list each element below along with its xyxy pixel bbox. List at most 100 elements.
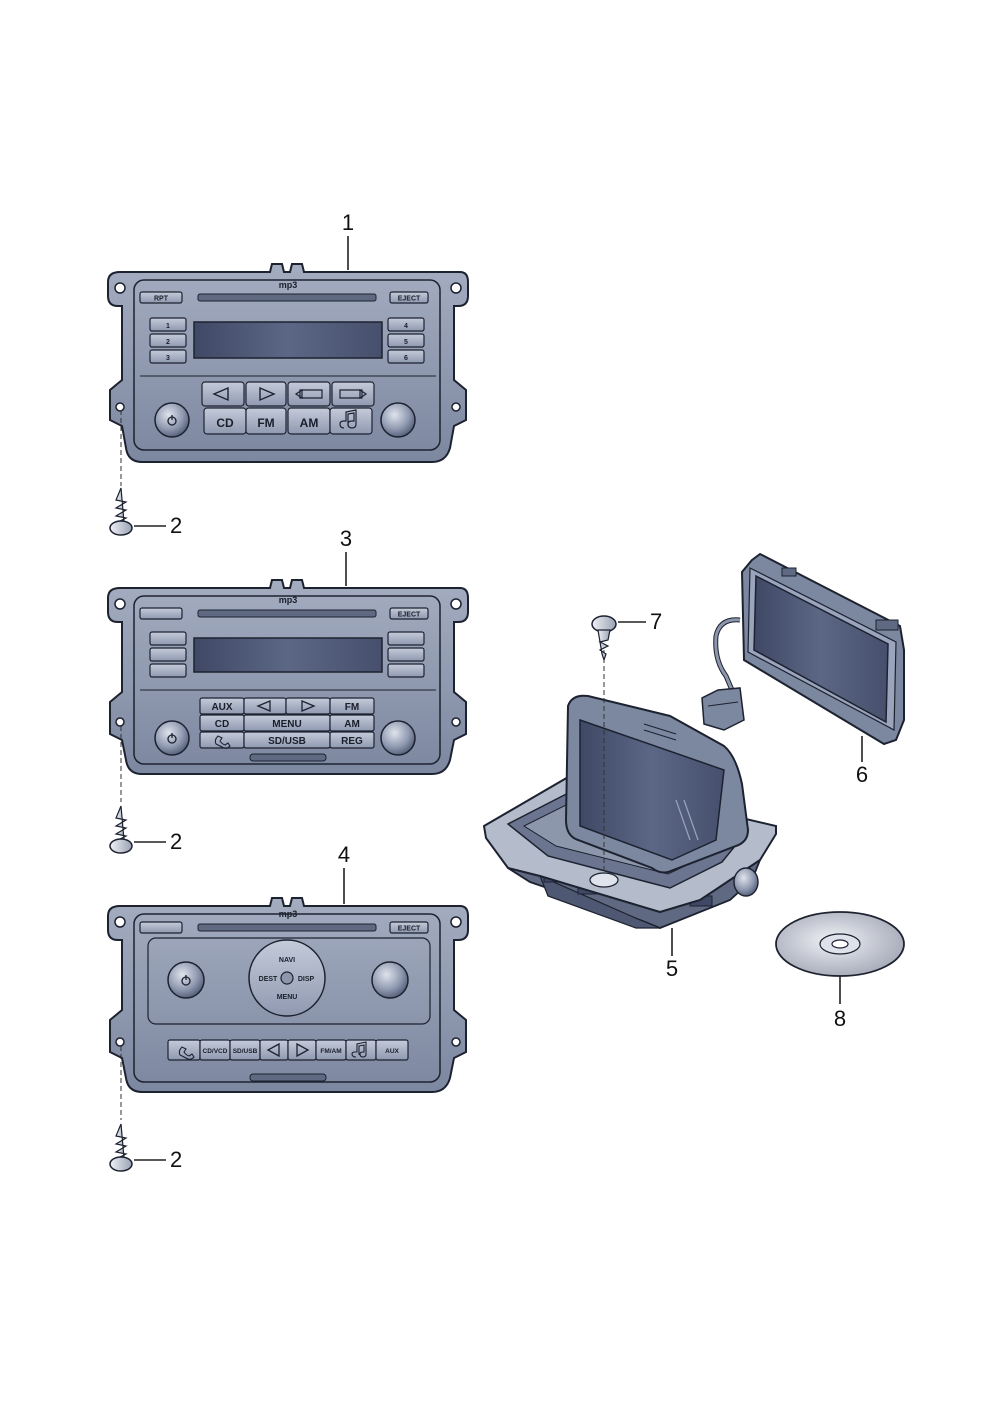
music-note-icon (339, 409, 357, 429)
fm-button[interactable] (245, 407, 287, 435)
navi-pad-center[interactable] (280, 971, 294, 985)
brand-label: mp3 (279, 280, 298, 290)
preset-button[interactable] (387, 647, 425, 662)
screw-2-a (109, 487, 133, 536)
cd-slot (197, 293, 377, 302)
rpt-button[interactable] (139, 291, 183, 304)
menu-label: MENU (272, 719, 301, 730)
preset-label: 5 (404, 339, 408, 346)
preset-label: 1 (166, 323, 170, 330)
am-label: AM (344, 719, 360, 730)
cd-label: CD (215, 719, 229, 730)
preset-label: 3 (166, 355, 170, 362)
cd-vcd-label: CD/VCD (203, 1048, 228, 1055)
phone-button[interactable] (199, 731, 245, 749)
preset-buttons-right (387, 631, 425, 678)
aux-button[interactable] (375, 1039, 409, 1061)
navigation-pad: NAVI DEST DISP MENU (248, 939, 326, 1017)
tuning-knob[interactable] (380, 720, 416, 756)
triangle-right-icon (301, 700, 316, 712)
preset-button-4[interactable] (387, 317, 425, 332)
phone-icon (178, 1046, 195, 1060)
folder-forward-icon (339, 388, 368, 400)
power-icon (181, 975, 191, 986)
fm-am-label: FM/AM (320, 1048, 341, 1055)
folder-back-button[interactable] (287, 381, 331, 407)
sd-card-slot (249, 1073, 327, 1082)
preset-button[interactable] (387, 631, 425, 646)
callout-3: 3 (340, 526, 352, 551)
eject-label: EJECT (398, 296, 421, 303)
skip-button[interactable] (139, 607, 183, 620)
display-screen (753, 574, 889, 724)
eject-button[interactable] (389, 291, 429, 304)
am-label: AM (300, 416, 319, 430)
rpt-label: RPT (154, 296, 169, 303)
screw-2-c (109, 1123, 133, 1172)
triangle-left-icon (256, 700, 271, 712)
preset-buttons-left: 1 2 3 (149, 317, 187, 364)
fm-button[interactable] (329, 697, 375, 715)
power-icon (167, 733, 177, 744)
navigation-housing-5 (482, 694, 777, 929)
am-button[interactable] (329, 714, 375, 732)
display-screen (193, 321, 383, 359)
seek-back-button[interactable] (201, 381, 245, 407)
eject-label: EJECT (398, 926, 421, 933)
callout-2a: 2 (170, 513, 182, 538)
preset-label: 6 (404, 355, 408, 362)
preset-button-2[interactable] (149, 333, 187, 348)
dest-label: DEST (259, 976, 278, 983)
preset-button-1[interactable] (149, 317, 187, 332)
preset-button-5[interactable] (387, 333, 425, 348)
preset-button[interactable] (149, 631, 187, 646)
screw-7 (591, 615, 617, 662)
preset-button-3[interactable] (149, 349, 187, 364)
preset-button[interactable] (149, 663, 187, 678)
callout-2b: 2 (170, 829, 182, 854)
fm-label: FM (345, 702, 359, 713)
triangle-right-icon (259, 386, 276, 402)
folder-forward-button[interactable] (331, 381, 375, 407)
sd-card-slot (249, 753, 327, 762)
reg-label: REG (341, 736, 363, 747)
callout-6: 6 (856, 762, 868, 787)
reg-button[interactable] (329, 731, 375, 749)
display-unit-6 (701, 552, 905, 746)
preset-button-6[interactable] (387, 349, 425, 364)
callout-7: 7 (650, 609, 662, 634)
cd-slot (197, 609, 377, 618)
phone-icon (214, 735, 231, 749)
radio-unit-1: mp3 RPT EJECT 1 2 3 4 5 6 (107, 263, 469, 463)
preset-label: 2 (166, 339, 170, 346)
callout-2c: 2 (170, 1147, 182, 1172)
cd-disc-8 (775, 911, 905, 977)
cd-slot (197, 923, 377, 932)
power-icon (167, 415, 177, 426)
seek-forward-button[interactable] (285, 697, 331, 715)
eject-button[interactable] (389, 607, 429, 620)
preset-button[interactable] (149, 647, 187, 662)
seek-forward-button[interactable] (287, 1039, 317, 1061)
radio-unit-4: mp3 EJECT NAVI DEST DISP MENU CD/VCD SD (107, 897, 469, 1093)
skip-button[interactable] (139, 921, 183, 934)
control-buttons: CD FM AM (201, 381, 375, 435)
seek-back-button[interactable] (243, 697, 287, 715)
eject-button[interactable] (389, 921, 429, 934)
triangle-left-icon (212, 386, 229, 402)
display-screen (193, 637, 383, 673)
seek-forward-button[interactable] (245, 381, 287, 407)
seek-back-button[interactable] (259, 1039, 289, 1061)
cd-label: CD (216, 416, 234, 430)
callout-5: 5 (666, 956, 678, 981)
aux-label: AUX (385, 1048, 399, 1055)
folder-back-icon (294, 388, 323, 400)
music-note-icon (351, 1041, 367, 1058)
fm-label: FM (257, 416, 274, 430)
cable-connector (701, 687, 745, 731)
callout-8: 8 (834, 1006, 846, 1031)
preset-button[interactable] (387, 663, 425, 678)
tuning-knob[interactable] (371, 961, 409, 999)
tuning-knob[interactable] (380, 402, 416, 438)
